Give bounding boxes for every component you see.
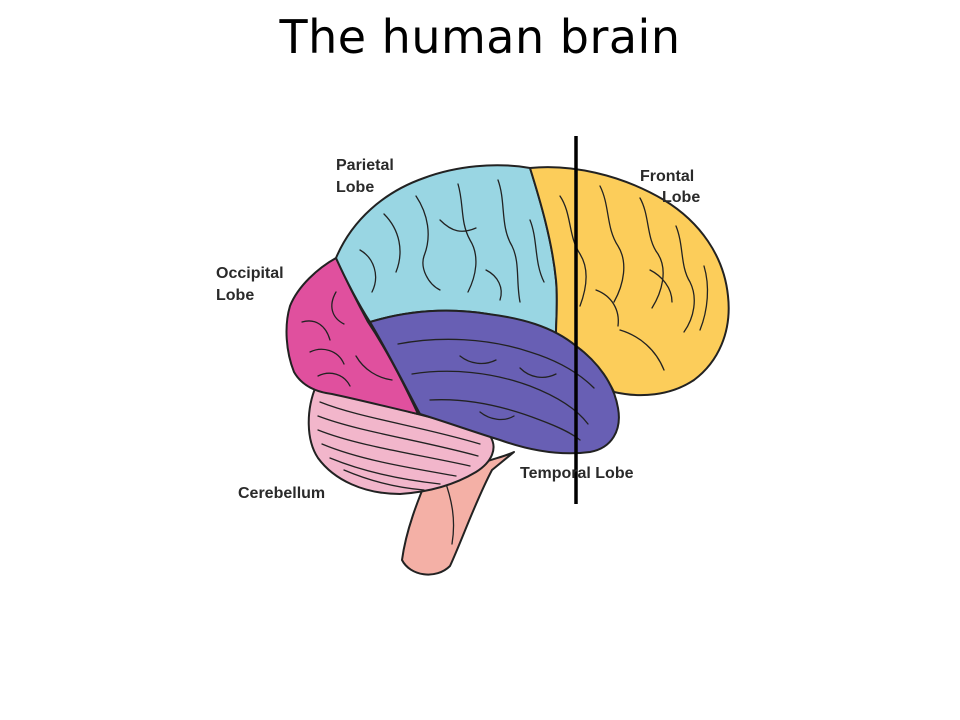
frontal-lobe: [529, 166, 730, 397]
occipital-label-line2: Lobe: [216, 287, 254, 304]
occipital-folds: [301, 291, 393, 387]
cerebellum-folds: [317, 401, 481, 491]
temporal-label: Temporal Lobe: [520, 465, 634, 482]
occipital-label-line1: Occipital: [216, 265, 284, 282]
frontal-label-line1: Frontal: [640, 168, 694, 185]
parietal-label-line2: Lobe: [336, 179, 374, 196]
frontal-label-line2: Lobe: [662, 189, 700, 206]
parietal-folds: [359, 179, 545, 303]
temporal-lobe: [369, 309, 620, 455]
frontal-folds: [559, 185, 709, 371]
parietal-label-line1: Parietal: [336, 157, 394, 174]
slide-title: The human brain: [279, 10, 681, 64]
cerebellum-label: Cerebellum: [238, 485, 325, 502]
